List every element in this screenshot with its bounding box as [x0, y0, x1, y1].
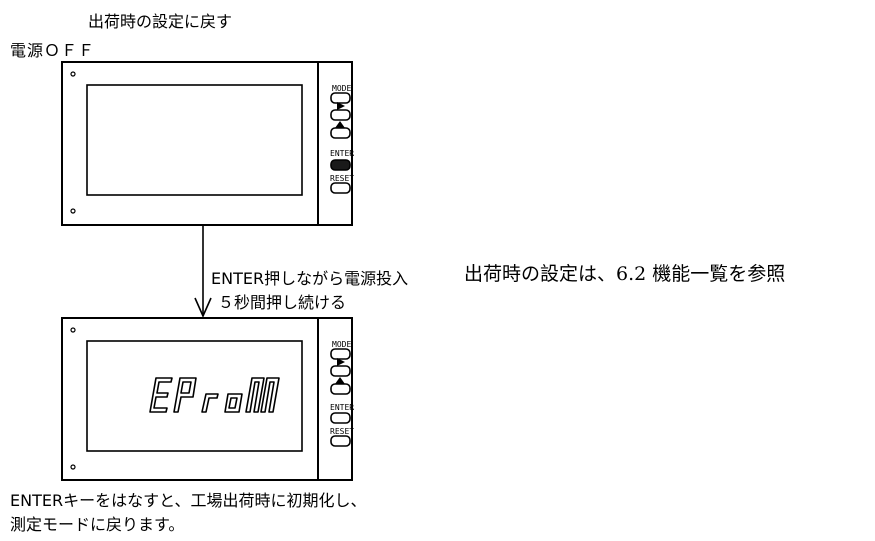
- device-bottom-enter-button[interactable]: [330, 412, 351, 424]
- device-bottom-enter-label: ENTER: [330, 403, 354, 412]
- seg-char-m-left: [245, 377, 265, 413]
- device-bottom-screw-top: [70, 327, 76, 333]
- device-bottom-display: [86, 340, 303, 452]
- device-top-reset-label: RESET: [330, 174, 354, 183]
- device-bottom-up-arrow-icon: [335, 377, 345, 384]
- seg-char-m-right: [260, 377, 280, 413]
- device-top-up-button[interactable]: [330, 127, 351, 139]
- device-bottom-mode-label: MODE: [332, 340, 351, 349]
- device-top-display: [86, 84, 303, 196]
- result-text-line2: 測定モードに戻ります。: [10, 515, 185, 534]
- device-top-enter-button-pressed[interactable]: [330, 159, 351, 171]
- device-top-mode-button[interactable]: [330, 92, 351, 104]
- device-top: MODE ENTER RESET: [61, 61, 354, 226]
- device-bottom-mode-button[interactable]: [330, 348, 351, 360]
- device-bottom-screw-bottom: [70, 464, 76, 470]
- seg-char-p: [173, 377, 197, 413]
- device-bottom-right-button[interactable]: [330, 365, 351, 377]
- reference-note: 出荷時の設定は、6.2 機能一覧を参照: [464, 263, 786, 285]
- device-bottom-reset-label: RESET: [330, 427, 354, 436]
- device-bottom-up-button[interactable]: [330, 383, 351, 395]
- step-instruction-line1: ENTER押しながら電源投入: [211, 269, 409, 288]
- seg-char-e: [149, 377, 173, 413]
- device-top-right-arrow-icon: [337, 102, 345, 110]
- step-instruction-line2: ５秒間押し続ける: [218, 293, 347, 312]
- seg-char-r: [201, 393, 219, 413]
- device-bottom: MODE ENTER RESET: [61, 317, 354, 481]
- device-top-up-arrow-icon: [335, 121, 345, 128]
- device-top-mode-label: MODE: [332, 84, 351, 93]
- diagram-title: 出荷時の設定に戻す: [88, 12, 233, 31]
- device-bottom-right-arrow-icon: [337, 358, 345, 366]
- device-top-screw-bottom: [70, 208, 76, 214]
- device-top-screw-top: [70, 71, 76, 77]
- device-top-right-button[interactable]: [330, 109, 351, 121]
- device-top-reset-button[interactable]: [330, 182, 351, 194]
- seg-char-o: [224, 393, 243, 413]
- power-off-label: 電源ＯＦＦ: [10, 41, 96, 60]
- seven-segment-eprom: [149, 377, 280, 413]
- device-bottom-reset-button[interactable]: [330, 435, 351, 447]
- result-text-line1: ENTERキーをはなすと、工場出荷時に初期化し、: [10, 491, 367, 510]
- device-top-enter-label: ENTER: [330, 149, 354, 158]
- flow-arrow-head: [194, 297, 212, 318]
